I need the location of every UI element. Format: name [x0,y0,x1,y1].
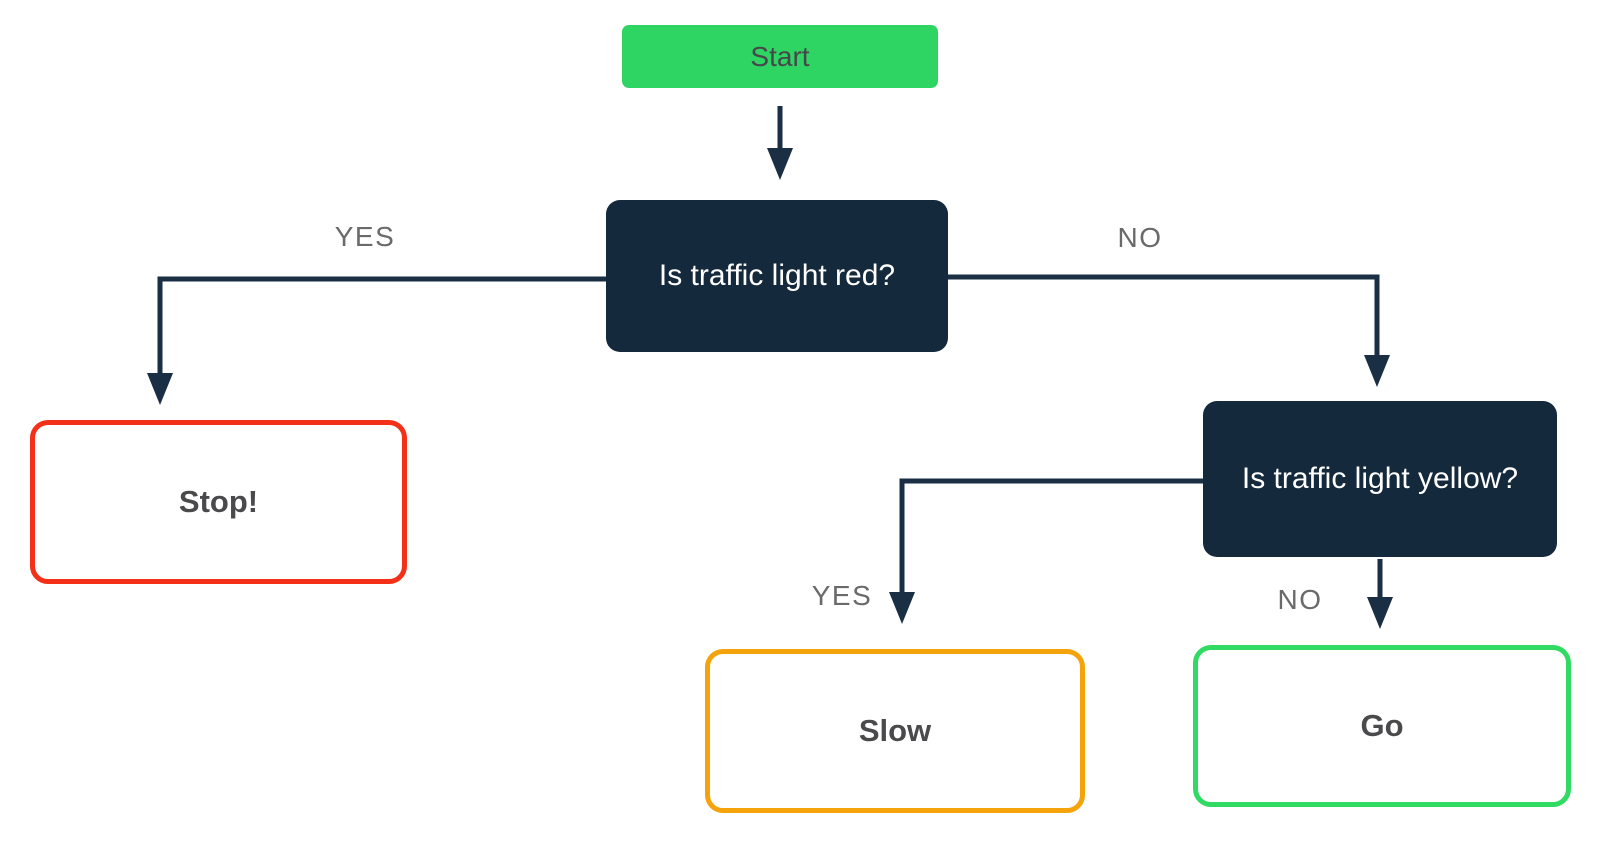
edge-qyellow-to-slow [899,478,1203,592]
node-go-label: Go [1360,708,1404,743]
edge-qred-to-stop [157,276,606,373]
node-stop-label: Stop! [178,484,259,519]
arrowhead-qyellow-to-slow [889,592,915,624]
node-question-yellow: Is traffic light yellow? [1203,401,1557,557]
edge-label-qyellow-no: NO [1277,584,1323,615]
node-question-red-label: Is traffic light red? [658,259,896,292]
arrowhead-qyellow-to-go [1367,597,1393,629]
node-start: Start [622,25,938,88]
edge-qred-to-qyellow [948,274,1380,355]
edge-label-qred-no: NO [1117,222,1163,253]
node-slow: Slow [705,649,1085,813]
arrowhead-start-to-qred [767,148,793,180]
node-question-red: Is traffic light red? [606,200,948,352]
arrowhead-qred-to-stop [147,373,173,405]
node-slow-label: Slow [858,713,932,748]
edge-label-qred-yes: YES [334,221,396,252]
edge-label-qyellow-yes: YES [811,580,873,611]
arrowhead-qred-to-qyellow [1364,355,1390,387]
node-go: Go [1193,645,1571,807]
node-start-label: Start [750,40,810,72]
node-question-yellow-label: Is traffic light yellow? [1241,462,1519,495]
node-stop: Stop! [30,420,407,584]
